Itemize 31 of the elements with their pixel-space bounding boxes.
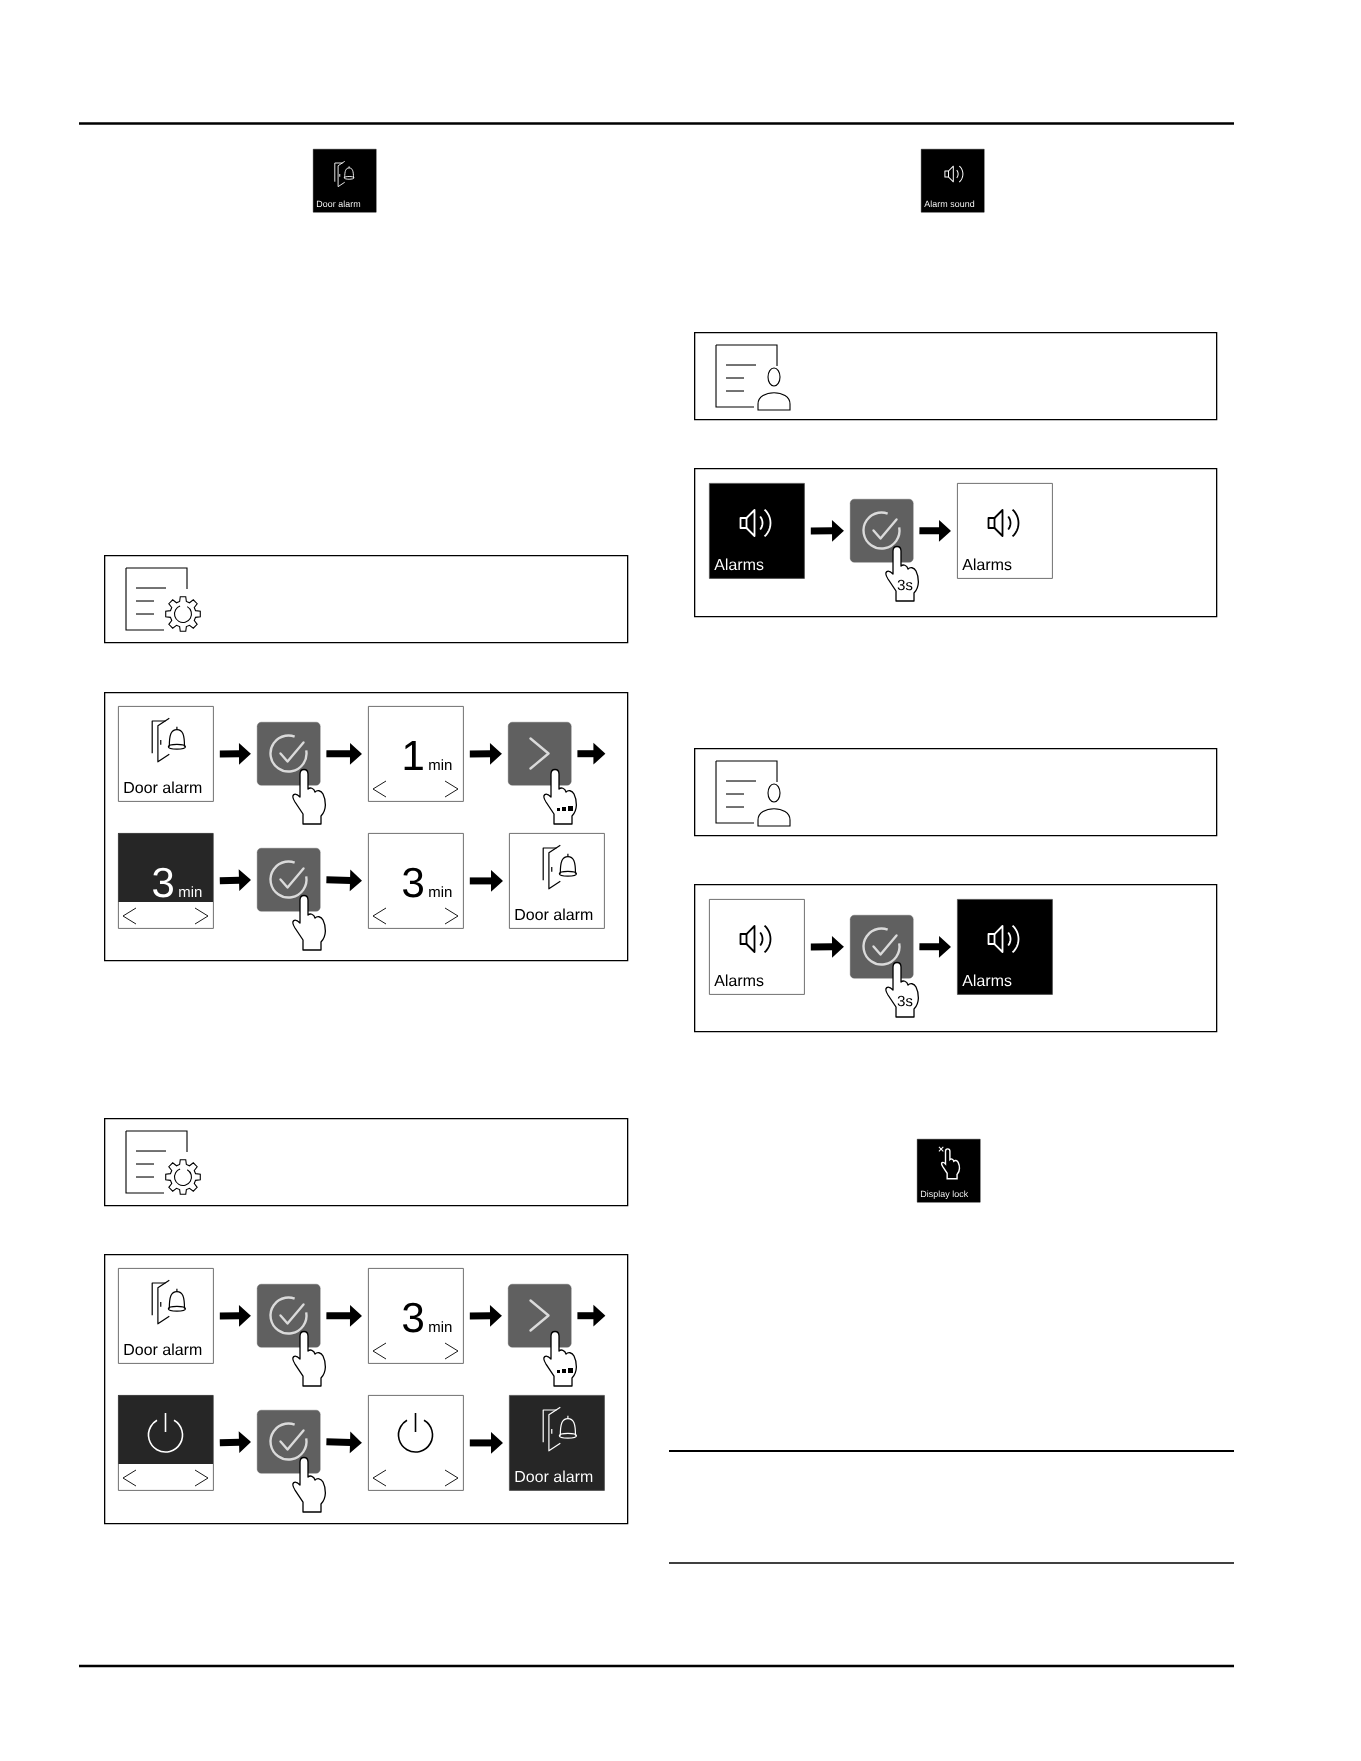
step-frame: [104, 1254, 629, 1525]
step-frame: [694, 468, 1218, 618]
menu-tile: Display lock: [917, 1139, 981, 1203]
display-tile: Alarms: [709, 483, 805, 579]
display-tile: Door alarm: [509, 1395, 605, 1491]
confirm-button: [257, 848, 321, 912]
step-frame: [694, 884, 1218, 1033]
hand-label: 3s: [897, 579, 913, 591]
note-box: [104, 555, 629, 644]
menu-tile: Door alarm: [313, 149, 377, 213]
display-tile: Door alarm: [509, 833, 605, 929]
note-box: [694, 332, 1218, 421]
note-box: [104, 1118, 629, 1207]
step-frame: [104, 692, 629, 962]
display-tile: Alarms: [957, 483, 1053, 579]
display-tile: Alarms: [957, 899, 1053, 995]
confirm-button: [257, 1284, 321, 1348]
menu-tile: Alarm sound: [921, 149, 985, 213]
note-box: [694, 748, 1218, 837]
hand-label: 3s: [897, 995, 913, 1007]
confirm-button: [850, 915, 914, 979]
confirm-button: [257, 722, 321, 786]
next-button: [508, 722, 572, 786]
confirm-button: [850, 499, 914, 563]
display-tile: [368, 1395, 464, 1491]
display-tile: [118, 1395, 214, 1491]
display-tile: Door alarm: [118, 706, 214, 802]
display-tile: Alarms: [709, 899, 805, 995]
confirm-button: [257, 1410, 321, 1474]
display-tile: Door alarm: [118, 1268, 214, 1364]
next-button: [508, 1284, 572, 1348]
